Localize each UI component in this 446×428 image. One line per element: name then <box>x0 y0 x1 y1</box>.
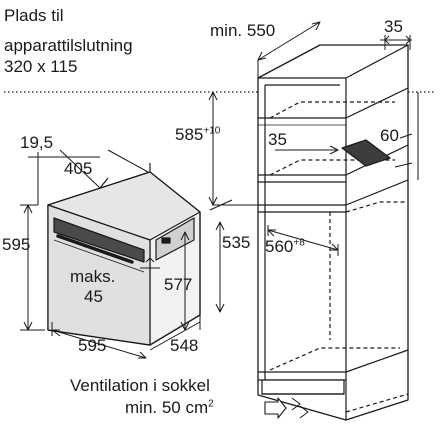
oven-body <box>47 163 201 346</box>
cabinet-dimensions <box>208 21 419 256</box>
oven-body-height: 535 <box>222 233 251 252</box>
inner-depth-value: 560 <box>265 237 294 256</box>
oven-dimensions <box>20 149 233 359</box>
cabinet-vent-depth: 35 <box>268 130 287 149</box>
cabinet-opening-height: 585+10 <box>175 126 220 143</box>
oven-depth: 548 <box>170 336 199 355</box>
inner-depth-tolerance: +8 <box>293 237 305 249</box>
vent-note-superscript: 2 <box>208 398 214 410</box>
note-line-1: Plads til <box>4 6 64 25</box>
note-line-2: apparattilslutning <box>4 36 133 55</box>
note-line-3: 320 x 115 <box>4 57 78 76</box>
opening-height-tolerance: +10 <box>203 125 221 137</box>
ventilation-arrow-icon <box>264 397 309 419</box>
oven-width: 595 <box>78 336 107 355</box>
cabinet-structure <box>257 44 409 421</box>
vent-note-line-1: Ventilation i sokkel <box>70 376 210 395</box>
cabinet-inner-depth: 560+8 <box>265 238 305 255</box>
cabinet-width-value: 550 <box>246 21 276 40</box>
oven-front-height: 577 <box>164 275 193 294</box>
oven-top-depth: 405 <box>64 159 93 178</box>
oven-clearance-value: 45 <box>84 287 103 306</box>
oven-clearance-label: maks. <box>70 267 116 286</box>
cabinet-width-label: min. 550 <box>210 22 275 39</box>
vent-note-line-2: min. 50 cm2 <box>125 398 214 417</box>
cabinet-side-gap: 35 <box>384 17 403 36</box>
opening-height-value: 585 <box>175 125 204 144</box>
cabinet-width-prefix: min. <box>210 21 243 40</box>
oven-panel-offset: 19,5 <box>20 133 54 152</box>
oven-height: 595 <box>2 235 31 254</box>
cabinet-vent-height: 60 <box>380 126 399 145</box>
vent-note-prefix: min. 50 cm <box>125 398 209 417</box>
